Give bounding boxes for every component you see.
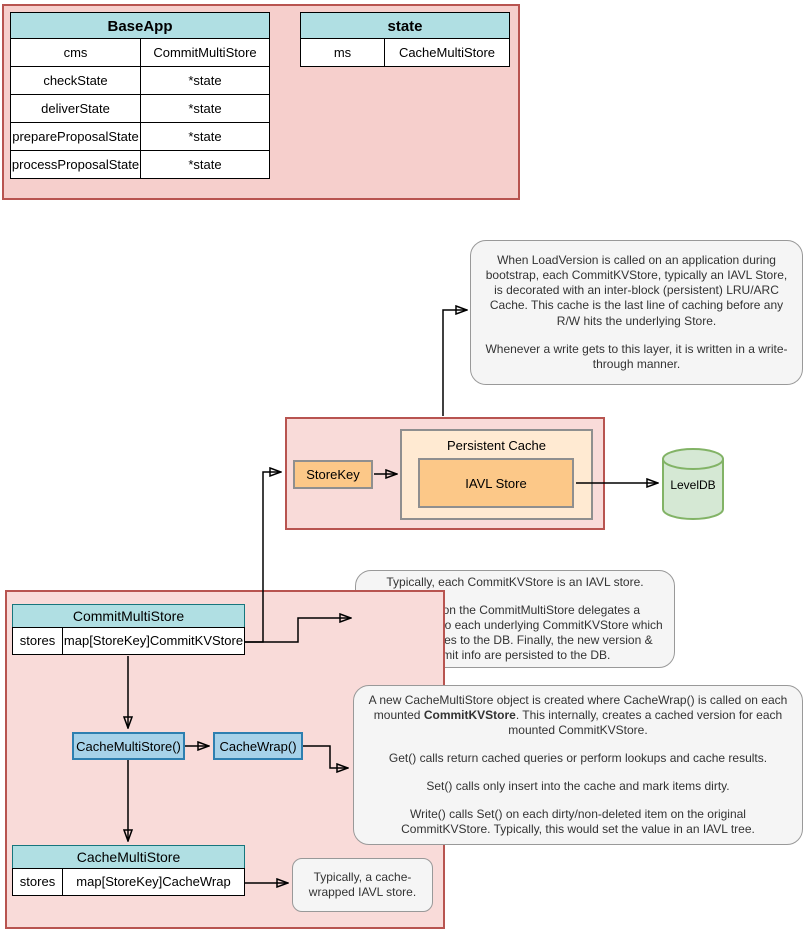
table-row: prepareProposalState *state [10, 122, 270, 151]
table-cell: ms [301, 39, 385, 66]
cache-multi-store-fn-box: CacheMultiStore() [72, 732, 185, 760]
leveldb-label: LevelDB [670, 478, 716, 492]
leveldb-cylinder-icon [662, 448, 724, 520]
store-key-label: StoreKey [306, 467, 360, 482]
baseapp-table-title: BaseApp [10, 12, 270, 39]
table-cell: *state [188, 73, 222, 88]
arrow-container-to-loadversion-note [442, 310, 467, 416]
table-cell: deliverState [11, 95, 141, 122]
cache-wrap-fn-box: CacheWrap() [213, 732, 303, 760]
table-cell: CacheMultiStore [398, 45, 496, 60]
table-cell: processProposalState [11, 151, 141, 178]
table-row: ms CacheMultiStore [300, 38, 510, 67]
persistent-cache-label: Persistent Cache [447, 438, 546, 453]
table-row: stores map[StoreKey]CacheWrap [12, 868, 245, 896]
table-cell: *state [188, 101, 222, 116]
table-cell: stores [13, 869, 63, 895]
commit-multi-store-table: CommitMultiStore stores map[StoreKey]Com… [12, 604, 245, 655]
table-row: processProposalState *state [10, 150, 270, 179]
cache-multi-store-title: CacheMultiStore [12, 845, 245, 869]
table-cell: checkState [11, 67, 141, 94]
iavl-store-box: IAVL Store [418, 458, 574, 508]
table-cell: map[StoreKey]CommitKVStore [63, 633, 244, 648]
table-row: deliverState *state [10, 94, 270, 123]
table-cell: *state [188, 157, 222, 172]
table-cell: map[StoreKey]CacheWrap [76, 874, 231, 889]
baseapp-table: BaseApp cms CommitMultiStore checkState … [10, 12, 270, 179]
iavl-store-label: IAVL Store [465, 475, 527, 491]
note-cache-wrapped-iavl: Typically, a cache-wrapped IAVL store. [292, 858, 433, 912]
table-cell: prepareProposalState [11, 123, 141, 150]
table-row: cms CommitMultiStore [10, 38, 270, 67]
note-commit-delegation: Typically, each CommitKVStore is an IAVL… [355, 570, 675, 668]
table-cell: cms [11, 39, 141, 66]
table-row: stores map[StoreKey]CommitKVStore [12, 627, 245, 655]
cache-wrap-fn-label: CacheWrap() [219, 738, 297, 754]
table-row: checkState *state [10, 66, 270, 95]
commit-multi-store-title: CommitMultiStore [12, 604, 245, 628]
state-table-title: state [300, 12, 510, 39]
note-cache-wrap-behavior: A new CacheMultiStore object is created … [353, 685, 803, 845]
table-cell: *state [188, 129, 222, 144]
cache-multi-store-table: CacheMultiStore stores map[StoreKey]Cach… [12, 845, 245, 896]
table-cell: stores [13, 628, 63, 654]
store-key-box: StoreKey [293, 460, 373, 489]
state-table: state ms CacheMultiStore [300, 12, 510, 67]
cache-multi-store-fn-label: CacheMultiStore() [76, 738, 181, 754]
note-load-version: When LoadVersion is called on an applica… [470, 240, 803, 385]
table-cell: CommitMultiStore [153, 45, 257, 60]
